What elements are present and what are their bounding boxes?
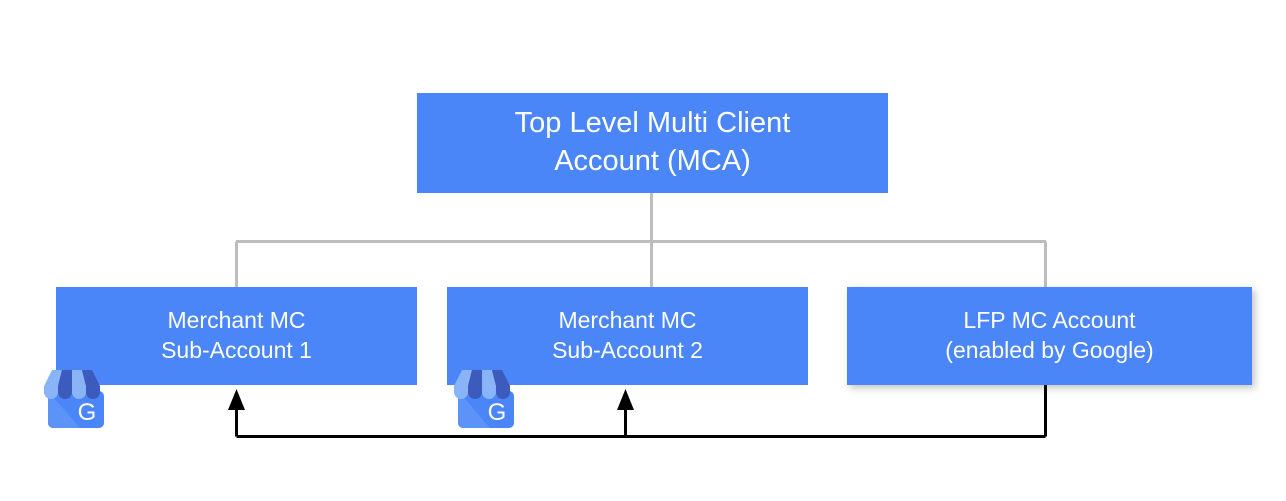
node-label-mca: Top Level Multi Client Account (MCA)	[514, 107, 791, 177]
node-top-level-mca[interactable]: Top Level Multi Client Account (MCA)	[417, 93, 888, 193]
feedback-arrow-group	[235, 385, 1047, 438]
feedback-arrowheads	[228, 389, 634, 410]
google-business-profile-icon: G	[450, 364, 522, 434]
node-label-merchant-1: Merchant MC Sub-Account 1	[161, 307, 312, 363]
node-label-lfp: LFP MC Account (enabled by Google)	[945, 307, 1154, 363]
tree-connector-group	[235, 193, 1047, 287]
node-lfp-mc-account[interactable]: LFP MC Account (enabled by Google)	[847, 287, 1252, 385]
google-business-profile-icon: G	[40, 364, 112, 434]
gbp-icon-letter: G	[78, 399, 97, 426]
arrowhead-merchant-1	[228, 389, 245, 410]
gbp-icon-letter: G	[488, 399, 507, 426]
node-merchant-mc-sub-account-2[interactable]: Merchant MC Sub-Account 2	[447, 287, 808, 385]
arrowhead-merchant-2	[617, 389, 634, 410]
node-merchant-mc-sub-account-1[interactable]: Merchant MC Sub-Account 1	[56, 287, 417, 385]
node-label-merchant-2: Merchant MC Sub-Account 2	[552, 307, 703, 363]
